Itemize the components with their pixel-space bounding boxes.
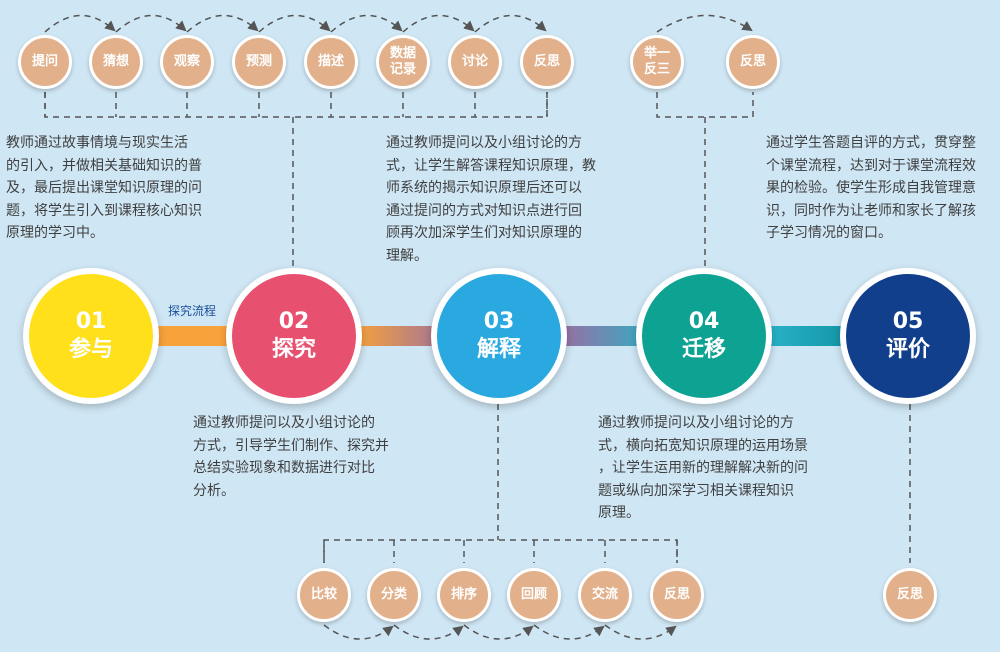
- step-label: 反思: [739, 54, 766, 69]
- step-bead-hypothesis: 猜想: [89, 35, 143, 89]
- stage-number: 02: [278, 309, 310, 334]
- engage-description: 教师通过故事情境与现实生活 的引入，并做相关基础知识的普 及，最后提出课堂知识原…: [6, 135, 202, 241]
- dashed-bracket: [656, 92, 754, 118]
- dashed-arrow: [656, 14, 753, 33]
- stage-label: 探究: [271, 337, 316, 362]
- step-label: 反思: [663, 587, 690, 602]
- dashed-arrow: [186, 14, 259, 33]
- dashed-arrow: [402, 14, 475, 33]
- stage-label: 迁移: [681, 337, 726, 362]
- step-label: 比较: [310, 587, 337, 602]
- step-label: 分类: [380, 587, 407, 602]
- step-bead-reflect: 反思: [726, 35, 780, 89]
- step-bead-extrapolate: 举一 反三: [630, 35, 684, 89]
- step-bead-question: 提问: [18, 35, 72, 89]
- step-bead-communicate: 交流: [578, 568, 632, 622]
- step-label: 预测: [245, 54, 272, 69]
- dashed-arrow: [258, 14, 331, 33]
- step-bead-reflect: 反思: [520, 35, 574, 89]
- explain-description: 通过教师提问以及小组讨论的方 式，让学生解答课程知识原理，教 师系统的揭示知识原…: [386, 135, 596, 264]
- stage-number: 05: [892, 309, 924, 334]
- stage-label: 解释: [476, 337, 521, 362]
- step-label: 举一 反三: [643, 46, 670, 77]
- dashed-arrow: [533, 624, 605, 640]
- connector-bar-2: [355, 326, 455, 346]
- stage-evaluate: 05 评价: [840, 268, 976, 404]
- step-bead-reflect: 反思: [883, 568, 937, 622]
- dashed-arrow: [330, 14, 403, 33]
- step-bead-predict: 预测: [232, 35, 286, 89]
- step-label: 数据 记录: [389, 46, 416, 77]
- dashed-arrow: [604, 624, 677, 640]
- dashed-bracket: [323, 539, 678, 563]
- step-bead-classify: 分类: [367, 568, 421, 622]
- step-bead-reflect: 反思: [650, 568, 704, 622]
- step-bead-record-data: 数据 记录: [376, 35, 430, 89]
- stage-label: 参与: [68, 337, 113, 362]
- dashed-arrow: [323, 624, 394, 640]
- stage-label: 评价: [885, 337, 930, 362]
- dashed-arrow: [463, 624, 534, 640]
- connector-bar-3: [560, 326, 660, 346]
- step-label: 提问: [31, 54, 58, 69]
- dashed-bracket: [44, 92, 548, 118]
- stage-number: 03: [483, 309, 515, 334]
- step-label: 交流: [591, 587, 618, 602]
- step-label: 讨论: [461, 54, 488, 69]
- stage-explain: 03 解释: [431, 268, 567, 404]
- transfer-description: 通过教师提问以及小组讨论的方 式，横向拓宽知识原理的运用场景 ，让学生运用新的理…: [598, 415, 808, 521]
- stage-number: 01: [75, 309, 107, 334]
- connector-bar-1: [150, 326, 250, 346]
- step-bead-describe: 描述: [304, 35, 358, 89]
- step-label: 回顾: [520, 587, 547, 602]
- step-label: 反思: [533, 54, 560, 69]
- step-bead-review: 回顾: [507, 568, 561, 622]
- stage-explore: 02 探究: [226, 268, 362, 404]
- step-label: 观察: [173, 54, 200, 69]
- step-bead-observe: 观察: [160, 35, 214, 89]
- dashed-arrow: [393, 624, 464, 640]
- step-bead-compare: 比较: [297, 568, 351, 622]
- evaluate-description: 通过学生答题自评的方式，贯穿整 个课堂流程，达到对于课堂流程效 果的检验。使学生…: [766, 135, 976, 241]
- step-label: 排序: [450, 587, 477, 602]
- step-bead-sort: 排序: [437, 568, 491, 622]
- dashed-arrow: [474, 14, 547, 33]
- stage-number: 04: [688, 309, 720, 334]
- stage-transfer: 04 迁移: [636, 268, 772, 404]
- step-label: 反思: [896, 587, 923, 602]
- flow-label: 探究流程: [168, 304, 217, 318]
- step-bead-discuss: 讨论: [448, 35, 502, 89]
- explore-description: 通过教师提问以及小组讨论的 方式，引导学生们制作、探究并 总结实验现象和数据进行…: [193, 415, 389, 499]
- step-label: 描述: [317, 54, 344, 69]
- dashed-arrow: [44, 14, 116, 33]
- step-label: 猜想: [102, 54, 129, 69]
- dashed-arrow: [115, 14, 187, 33]
- stage-engage: 01 参与: [23, 268, 159, 404]
